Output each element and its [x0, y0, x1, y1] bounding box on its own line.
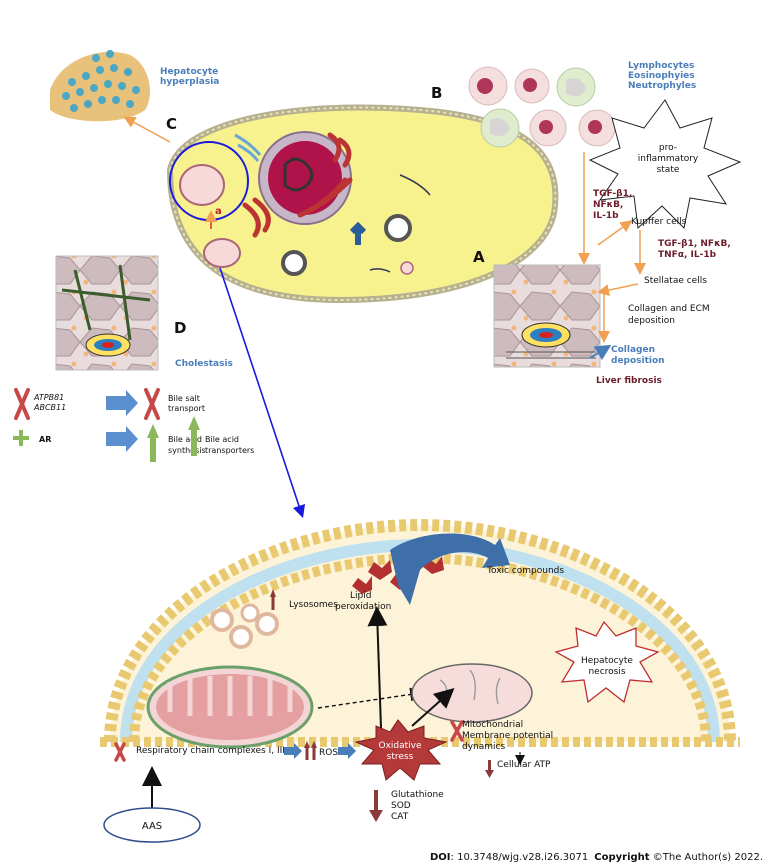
ox-label-2: stress [387, 752, 414, 762]
nucleolus [268, 141, 342, 215]
proinflammatory-starburst [588, 99, 742, 230]
hepatocyte-cell [166, 104, 559, 304]
proinflam-label-3: state [657, 165, 680, 175]
gene-label-1: ATPB81 [33, 393, 64, 402]
gene-label-2: ABCB11 [33, 403, 66, 412]
cholestasis-label: Cholestasis [175, 359, 233, 369]
x-mark-gene [14, 388, 30, 420]
aas-ellipse [103, 807, 201, 843]
bile-acid-syn-label-1: Bile acid [168, 435, 202, 444]
necrosis-label-2: necrosis [588, 667, 625, 677]
x-mark-bile-salt [144, 388, 160, 420]
right-arrow-4-icon [338, 743, 356, 759]
lipid-label-2: peroxidation [335, 602, 391, 612]
bile-acid-tr-label-2: transporters [205, 446, 254, 455]
cytokine-1-label-2: NFκB, [593, 200, 623, 210]
mitochondrion-swollen [411, 663, 533, 723]
hyperplasia-label-2: hyperplasia [160, 77, 219, 87]
cytokine-1-label-3: IL-1b [593, 211, 619, 221]
atp-label: Cellular ATP [497, 760, 551, 770]
aas-label: AAS [142, 821, 162, 832]
label-d: D [174, 319, 186, 337]
down-arrow-antioxidants-icon [369, 790, 383, 822]
bile-salt-label-2: transport [168, 404, 205, 413]
immune-label-1: Lymphocytes [628, 61, 694, 71]
stellate-label: Stellatae cells [644, 276, 707, 286]
ecm-label-2: deposition [628, 316, 675, 326]
toxic-compounds-arrow-icon [390, 533, 510, 605]
doi-label: DOI [430, 852, 451, 863]
label-small-a: a [215, 206, 222, 217]
immune-label-2: Eosinophyies [628, 71, 695, 81]
mito-label-3: dynamics [462, 742, 505, 752]
necrosis-label-1: Hepatocyte [581, 656, 633, 666]
copyright-value: ©The Author(s) 2022. [650, 852, 763, 863]
doi-footer: DOI: 10.3748/wjg.v28.i26.3071 Copyright ©… [430, 852, 763, 863]
lysosomes-label: Lysosomes [289, 600, 338, 610]
bile-acid-syn-label-2: synthesis [168, 446, 206, 455]
cytokine-2-label-1: TGF-β1, NFκB, [658, 239, 731, 249]
x-mark-mito [450, 720, 464, 742]
up-arrow-lysosomes-icon [270, 589, 276, 610]
necrosis-starburst [554, 620, 660, 704]
proinflam-label-1: pro- [659, 143, 677, 153]
lysosomes [210, 603, 279, 649]
cytokine-2-label-2: TNFα, IL-1b [658, 250, 717, 260]
immune-cells [468, 66, 616, 148]
fibrosis-tissue-image [493, 264, 601, 368]
x-mark-resp [114, 742, 126, 762]
double-up-arrow-ros-icon [304, 741, 317, 760]
toxic-label: Toxic compounds [486, 566, 564, 576]
collagen-label-1: Collagen [611, 345, 655, 355]
copyright-label: Copyright [594, 852, 650, 863]
bile-acid-tr-label-1: Bile acid [205, 435, 239, 444]
label-b: B [431, 84, 442, 102]
fibrosis-label: Liver fibrosis [596, 376, 662, 386]
ar-label: AR [39, 435, 51, 444]
doi-value: : 10.3748/wjg.v28.i26.3071 [451, 852, 589, 863]
right-arrow-1-icon [106, 390, 138, 416]
plus-mark-ar [13, 430, 29, 446]
mitochondrion-small [179, 164, 225, 206]
up-arrow-transporters-icon [188, 416, 200, 456]
proinflam-label-2: inflammatory [638, 154, 699, 164]
resp-label: Respiratory chain complexes I, III [136, 746, 285, 756]
ecm-label-1: Collagen and ECM [628, 304, 710, 314]
up-arrow-synthesis-icon [147, 424, 159, 462]
ox-label-1: Oxidative [378, 741, 421, 751]
ros-label: ROS [319, 748, 338, 758]
collagen-label-2: deposition [611, 356, 665, 366]
mitochondrion-healthy [146, 665, 314, 749]
label-c: C [166, 115, 177, 133]
oxidative-stress-starburst [354, 719, 448, 781]
label-a: A [473, 248, 485, 266]
kupffer-label: Kupffer cells [631, 217, 687, 227]
immune-label-3: Neutrophyles [628, 81, 696, 91]
hyperplasia-label-1: Hepatocyte [160, 67, 218, 77]
antioxidant-label-3: CAT [391, 812, 409, 822]
antioxidant-label-1: Glutathione [391, 790, 444, 800]
right-arrow-2-icon [106, 426, 138, 452]
mito-label-2: Membrane potential [462, 731, 553, 741]
mito-label-1: Mitochondrial [462, 720, 523, 730]
lipid-label-1: Lipid [350, 591, 371, 601]
down-arrow-atp-icon [485, 760, 494, 778]
hyperplasia-cluster [50, 50, 150, 122]
cytokine-1-label-1: TGF-β1, [593, 189, 632, 199]
bile-salt-label-1: Bile salt [168, 394, 200, 403]
right-arrow-3-icon [284, 743, 302, 759]
antioxidant-label-2: SOD [391, 801, 411, 811]
